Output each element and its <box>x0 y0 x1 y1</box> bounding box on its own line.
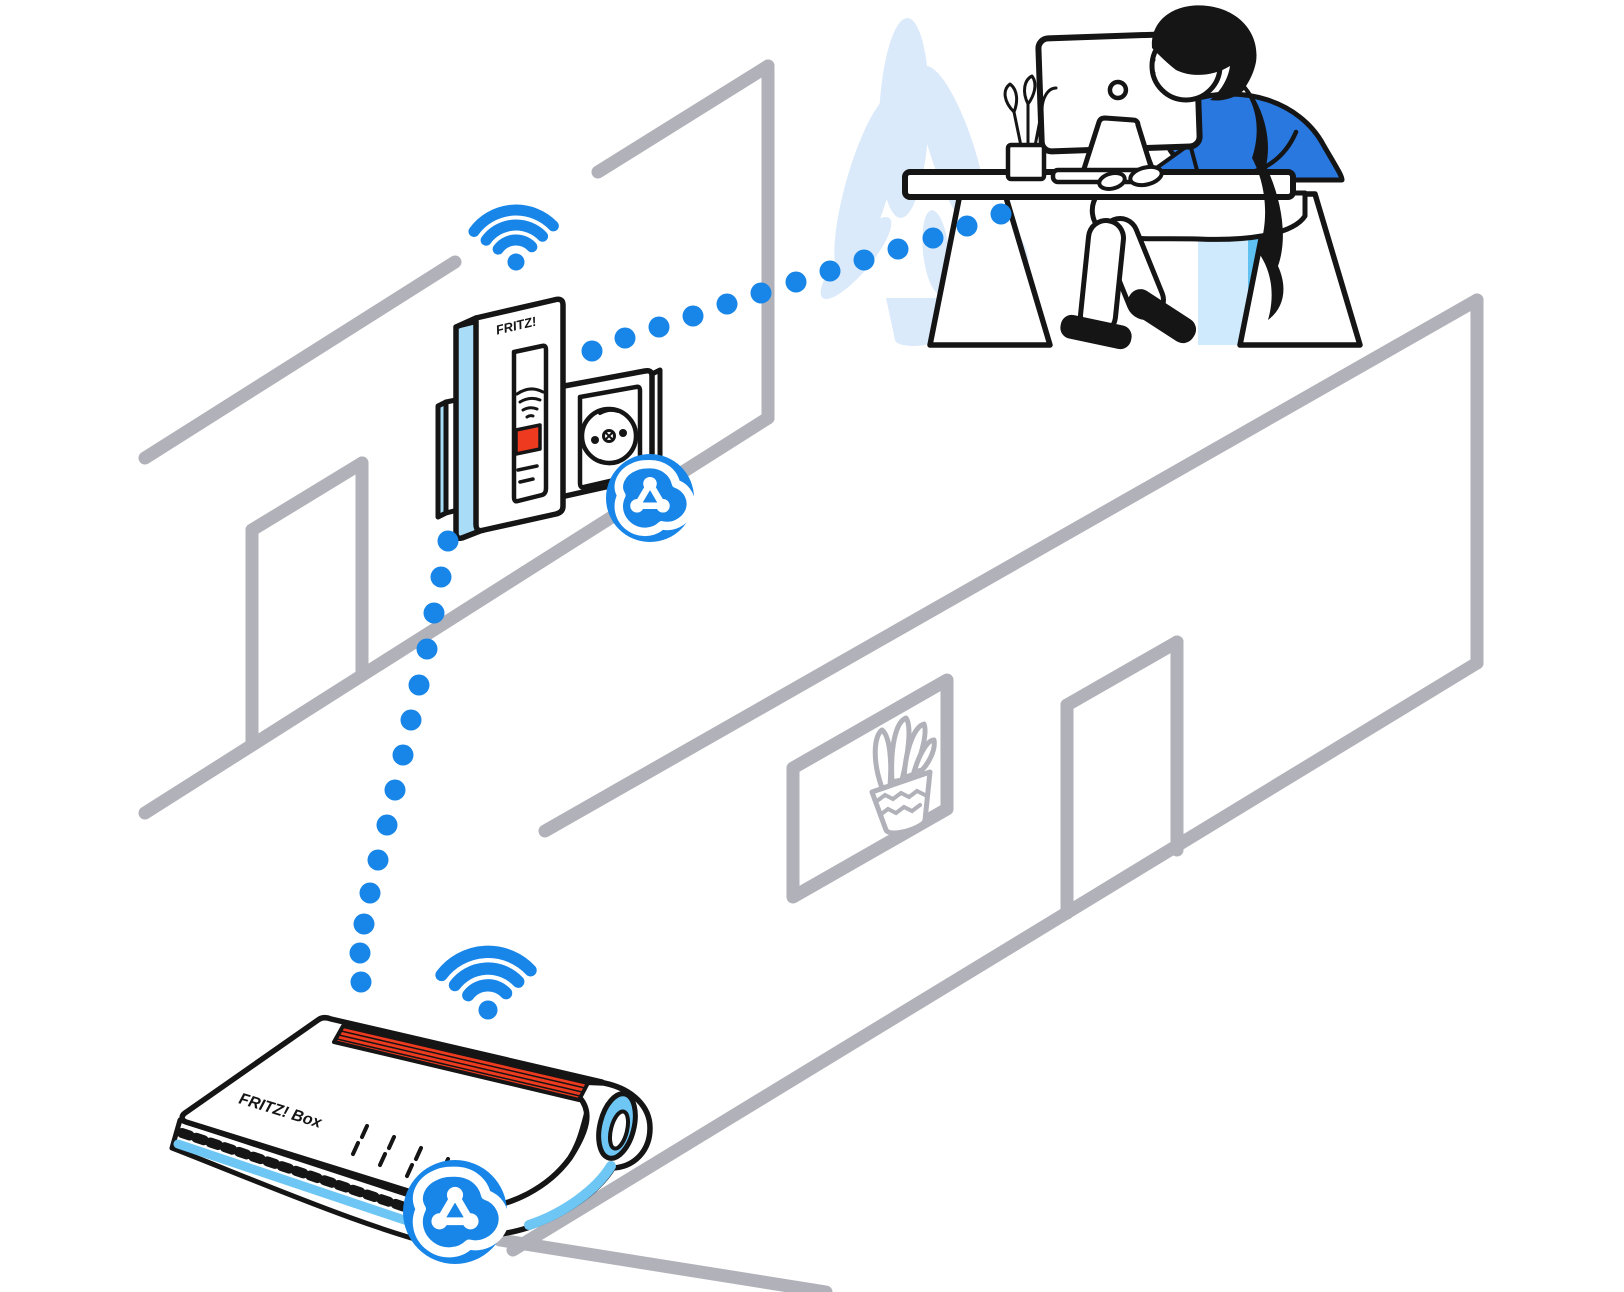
wifi-signal-icon <box>473 207 557 273</box>
fritz-repeater: FRITZ! <box>435 296 566 541</box>
person-hands <box>1097 164 1164 191</box>
wall-door-frame-lower <box>1060 635 1184 920</box>
wifi-signal-icon <box>440 950 533 1022</box>
pencil-cup <box>1003 74 1058 182</box>
router-stripe <box>332 1024 590 1102</box>
wall-door-frame-upper <box>245 456 369 752</box>
person-thigh <box>1089 190 1308 242</box>
desk-leg-left <box>927 191 1053 348</box>
wall-window <box>786 673 954 904</box>
mesh-network-icon <box>606 454 694 542</box>
connection-dots-router-repeater <box>349 530 459 993</box>
person <box>1060 190 1308 350</box>
connection-dots-repeater-desk <box>581 203 1012 362</box>
person-shoe <box>1060 289 1197 350</box>
repeater-connect-button <box>514 423 542 456</box>
person-hair <box>1151 5 1284 320</box>
mesh-network-icon <box>403 1160 507 1264</box>
repeater-display <box>511 343 549 504</box>
window-plant <box>869 715 937 836</box>
person-head <box>1149 5 1284 320</box>
lower-floor-wall <box>493 293 1484 1292</box>
house-outline <box>138 59 1484 1292</box>
